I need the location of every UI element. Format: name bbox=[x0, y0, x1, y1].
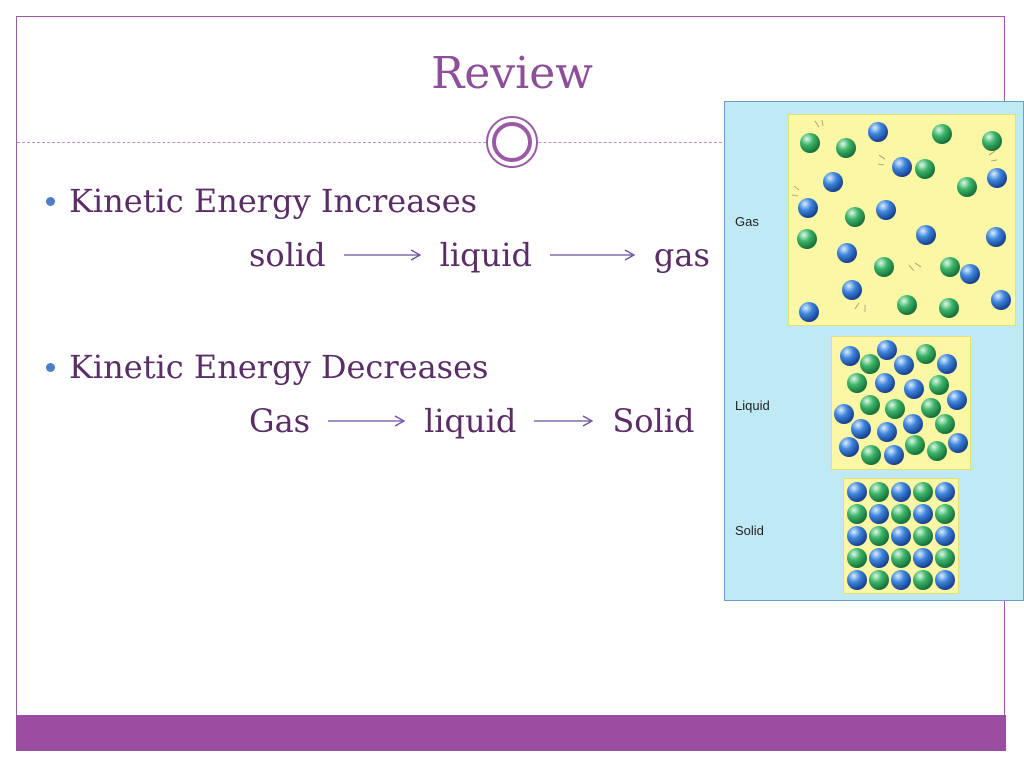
right-arrow-icon bbox=[328, 415, 406, 427]
solid-panel bbox=[843, 478, 959, 594]
footer-bar bbox=[16, 715, 1006, 751]
state-solid: solid bbox=[249, 236, 326, 274]
bullet-item-decreases: Kinetic Energy Decreases bbox=[46, 348, 488, 386]
state-solid: Solid bbox=[612, 402, 695, 440]
bullet-text: Kinetic Energy Increases bbox=[69, 182, 478, 220]
liquid-panel bbox=[831, 336, 971, 470]
bullet-text: Kinetic Energy Decreases bbox=[69, 348, 489, 386]
gas-particles bbox=[791, 119, 1011, 322]
state-liquid: liquid bbox=[424, 402, 517, 440]
right-arrow-icon bbox=[549, 249, 636, 261]
bullet-item-increases: Kinetic Energy Increases bbox=[46, 182, 477, 220]
gas-panel bbox=[788, 114, 1016, 326]
liquid-particles bbox=[834, 340, 968, 465]
circle-ornament-icon bbox=[486, 116, 538, 168]
state-sequence-decreasing: Gas liquid Solid bbox=[249, 402, 694, 440]
state-liquid: liquid bbox=[439, 236, 532, 274]
solid-particles bbox=[847, 482, 955, 590]
bullet-dot-icon bbox=[46, 196, 55, 206]
right-arrow-icon bbox=[534, 415, 594, 427]
states-of-matter-figure: Gas Liquid Solid bbox=[724, 101, 1024, 601]
title-divider bbox=[17, 142, 757, 143]
state-sequence-increasing: solid liquid gas bbox=[249, 236, 710, 274]
state-gas: Gas bbox=[249, 402, 311, 440]
slide-title: Review bbox=[431, 48, 593, 99]
bullet-dot-icon bbox=[46, 362, 55, 372]
right-arrow-icon bbox=[343, 249, 422, 261]
gas-label: Gas bbox=[735, 214, 759, 229]
state-gas: gas bbox=[653, 236, 710, 274]
solid-label: Solid bbox=[735, 523, 764, 538]
liquid-label: Liquid bbox=[735, 398, 770, 413]
